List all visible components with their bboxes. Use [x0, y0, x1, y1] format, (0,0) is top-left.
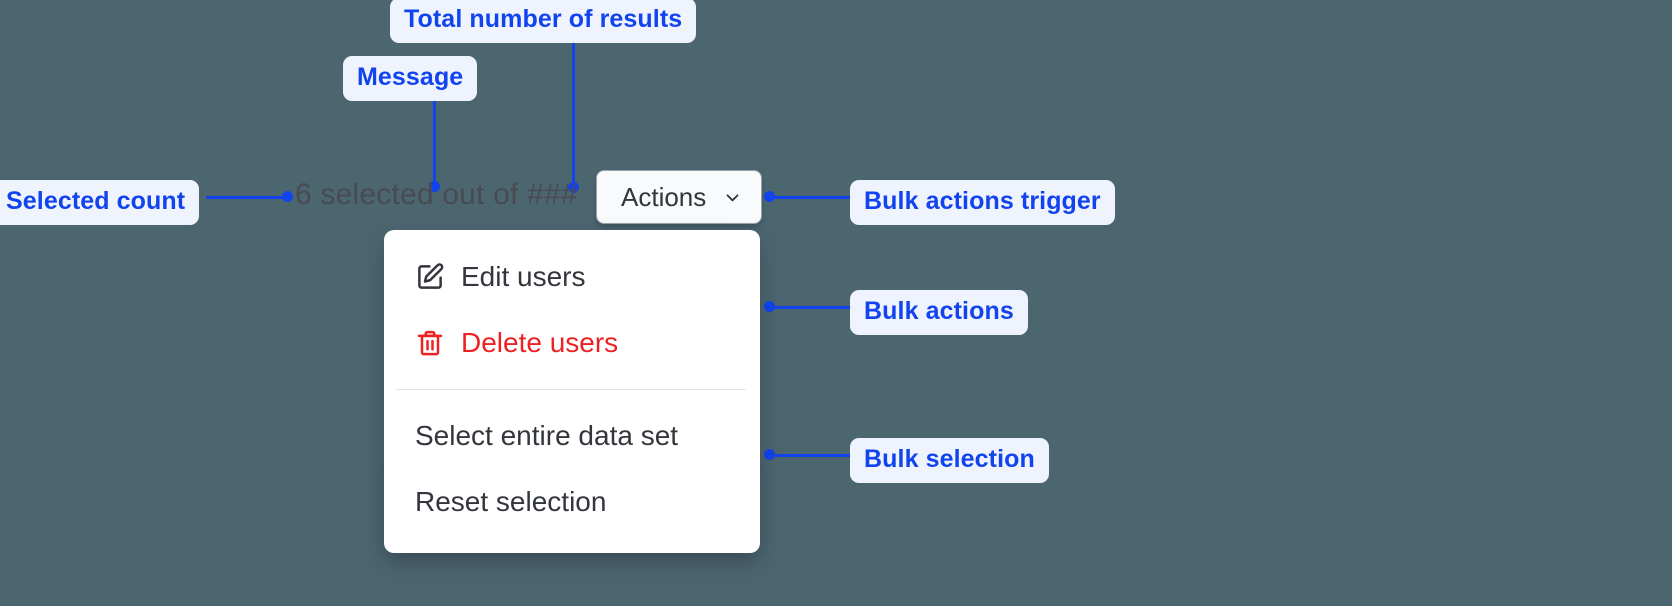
menu-item-reset-selection[interactable]: Reset selection: [384, 469, 760, 535]
callout-selected-count: Selected count: [0, 180, 200, 225]
leader-line-bulk-selection: [770, 454, 855, 457]
menu-item-label: Edit users: [461, 261, 586, 292]
leader-dot-selected-count: [282, 191, 293, 202]
menu-item-delete-users[interactable]: Delete users: [384, 310, 760, 376]
bulk-actions-menu: Edit users Delete users Select entire da…: [384, 230, 760, 553]
leader-dot-total-results: [568, 182, 579, 193]
chevron-down-icon: [724, 189, 741, 206]
callout-bulk-actions: Bulk actions: [850, 290, 1028, 335]
bulk-actions-trigger-label: Actions: [621, 182, 707, 212]
leader-line-selected-count: [206, 196, 288, 199]
callout-message: Message: [343, 56, 478, 101]
bulk-actions-trigger-button[interactable]: Actions: [596, 170, 763, 224]
menu-item-label: Reset selection: [415, 486, 607, 517]
menu-divider: [396, 389, 746, 390]
callout-bulk-selection: Bulk selection: [850, 438, 1049, 483]
edit-pencil-icon: [415, 262, 445, 292]
leader-dot-message: [429, 181, 440, 192]
leader-line-total-results: [572, 41, 575, 188]
menu-item-label: Delete users: [461, 327, 619, 358]
leader-line-bulk-actions: [770, 306, 855, 309]
leader-dot-bulk-actions: [764, 301, 775, 312]
menu-item-edit-users[interactable]: Edit users: [384, 244, 760, 310]
trash-icon: [415, 328, 445, 358]
leader-dot-bulk-selection: [764, 449, 775, 460]
selection-summary-text: 6 selected out of ###: [295, 178, 578, 211]
callout-bulk-actions-trigger: Bulk actions trigger: [850, 180, 1115, 225]
leader-line-bulk-trigger: [770, 196, 910, 199]
leader-dot-bulk-trigger: [764, 191, 775, 202]
leader-line-message: [433, 92, 436, 187]
callout-total-results: Total number of results: [390, 0, 697, 43]
menu-item-select-entire-data-set[interactable]: Select entire data set: [384, 403, 760, 469]
menu-item-label: Select entire data set: [415, 420, 679, 451]
